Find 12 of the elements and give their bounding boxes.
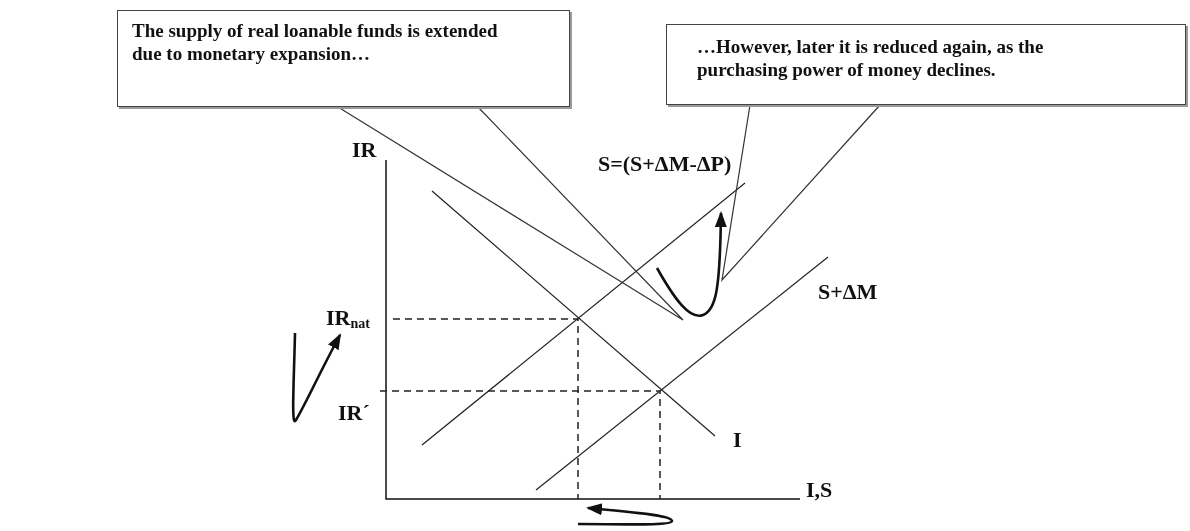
callout-box (117, 10, 570, 107)
curve-label: S+ΔM (818, 280, 878, 304)
axis-label: IR (352, 138, 377, 162)
curve-label: S=(S+ΔM-ΔP) (598, 152, 732, 176)
callout-text: …However, later it is reduced again, as the purchasing power of money declines. (697, 35, 1045, 81)
curve-label: I (733, 428, 742, 452)
axis-label: I,S (806, 478, 833, 502)
axis-tick-label: IR´ (338, 401, 370, 425)
callout-tail (721, 104, 881, 282)
callout-box (666, 24, 1186, 105)
callout-text: The supply of real loanable funds is extended due to monetary expansion… (132, 19, 499, 65)
axis-tick-label: IR$_{nat}$ (326, 306, 370, 333)
